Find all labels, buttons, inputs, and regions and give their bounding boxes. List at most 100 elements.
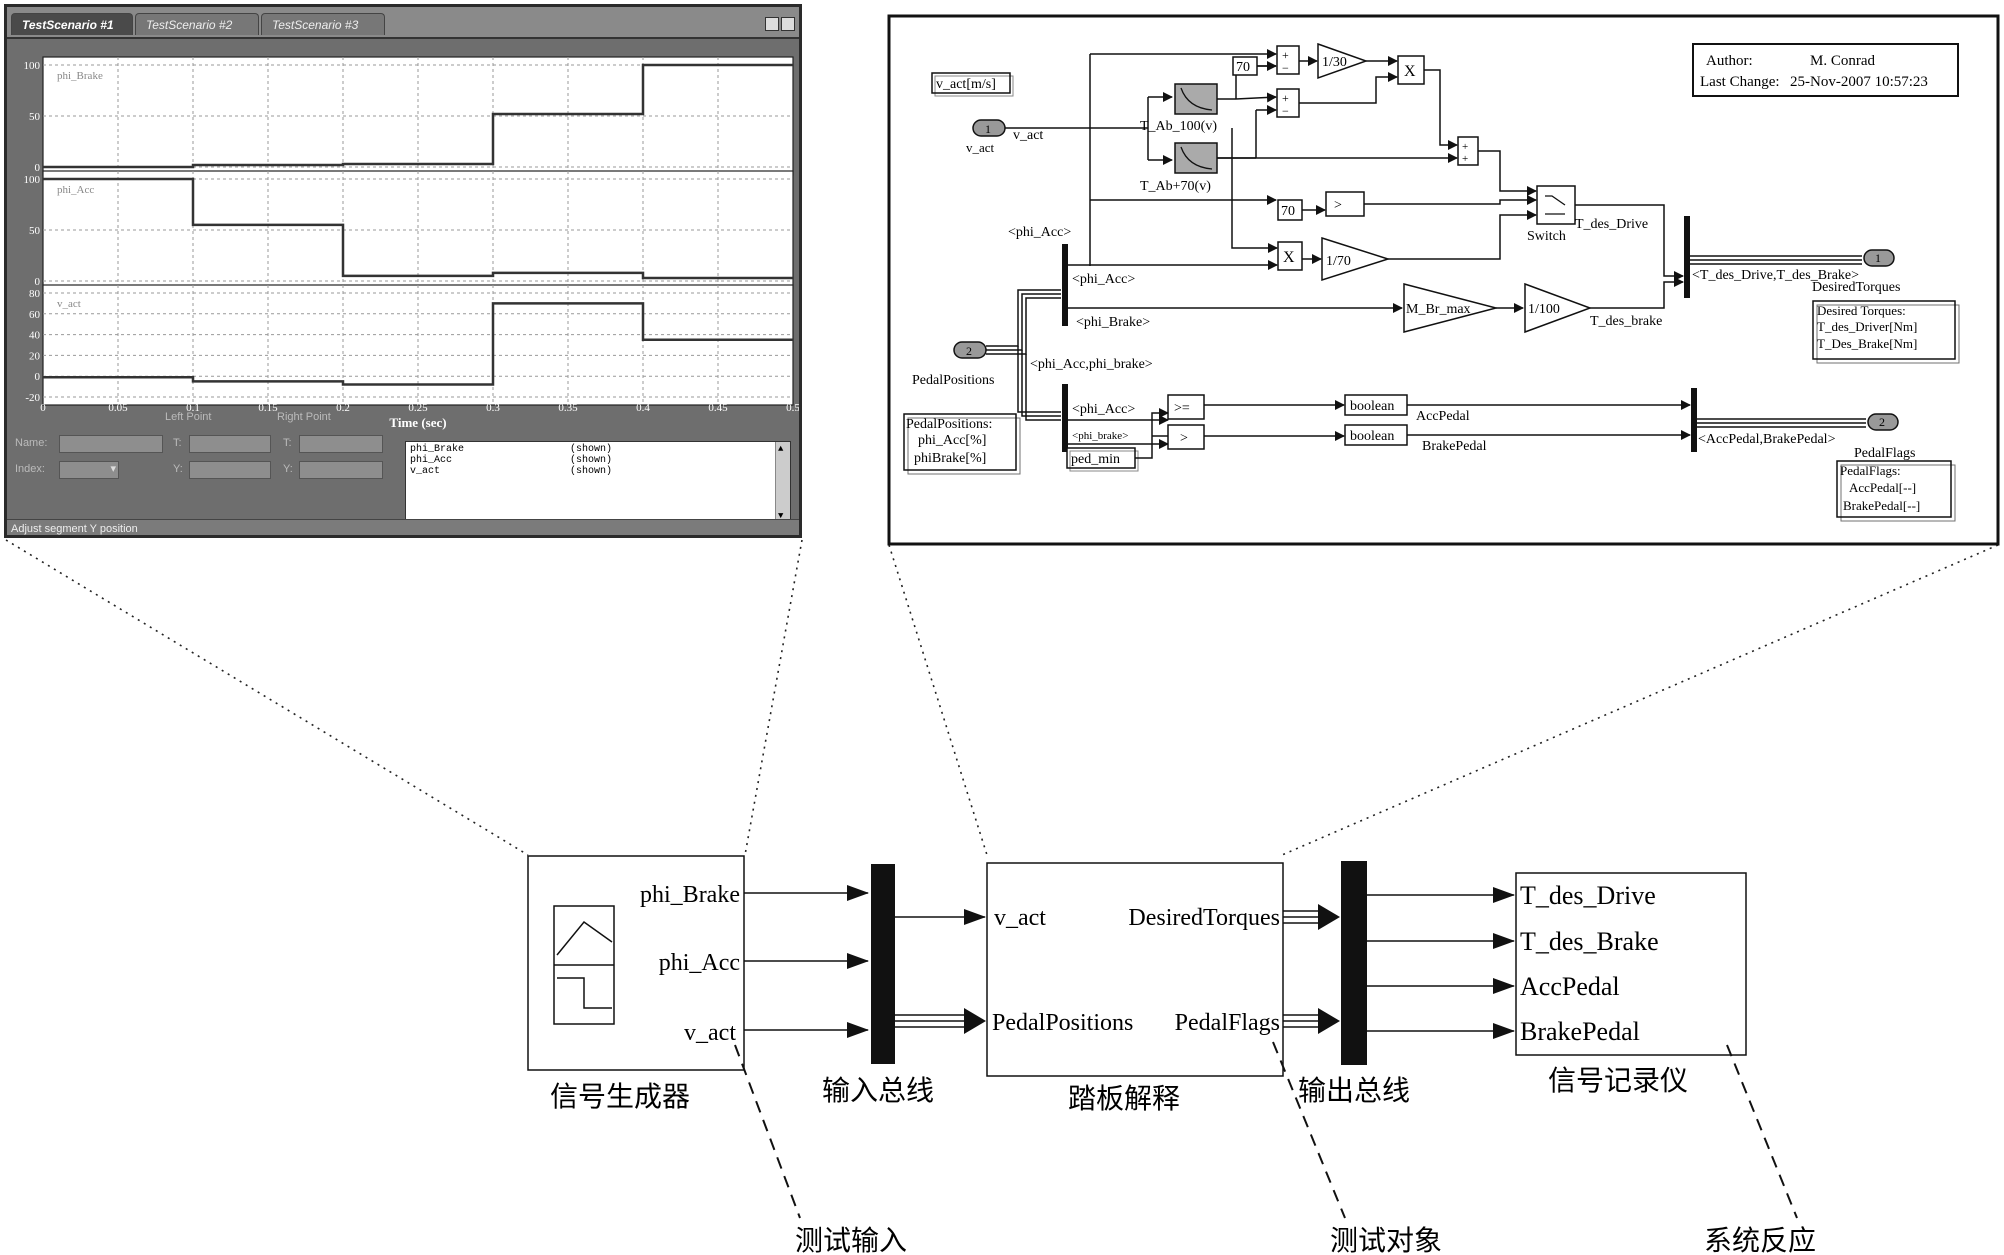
flags-bus-label: <AccPedal,BrakePedal>	[1698, 432, 1836, 447]
outport-1-number: 1	[1875, 251, 1881, 265]
right-point-label: Right Point	[277, 411, 331, 423]
signal-recorder-label: 信号记录仪	[1548, 1065, 1688, 1097]
boolean-1-label: boolean	[1350, 399, 1394, 414]
compare-gt-2[interactable]	[1167, 424, 1205, 450]
y-tick-label: 50	[29, 225, 41, 237]
list-item-state: (shown)	[570, 466, 613, 477]
sum1-minus: −	[1282, 61, 1289, 75]
x-tick-label: 0.05	[108, 402, 128, 414]
list-item[interactable]: phi_Acc(shown)	[410, 455, 612, 466]
outport-2[interactable]	[1867, 413, 1899, 431]
signal-listbox[interactable]: phi_Brake(shown) phi_Acc(shown) v_act(sh…	[405, 441, 791, 525]
inport-2-number: 2	[966, 344, 972, 358]
outport-1[interactable]	[1863, 249, 1895, 267]
outport-2-name: PedalFlags	[1854, 446, 1915, 461]
v-act-unit-note: v_act[m/s]	[936, 77, 996, 92]
series-line-v_act	[43, 302, 793, 386]
lookup-table-2[interactable]	[1174, 142, 1218, 174]
signal-generator-block[interactable]	[527, 855, 745, 1071]
brake-pedal-signal-label: BrakePedal	[1422, 439, 1487, 454]
output-bus-label: 输出总线	[1298, 1075, 1410, 1107]
series-label-v_act: v_act	[57, 298, 81, 310]
bus-creator-torques[interactable]	[1684, 216, 1690, 298]
series-line-phi_Acc	[43, 177, 793, 280]
bus-creator-flags[interactable]	[1691, 388, 1697, 452]
simulink-model: Author: M. Conrad Last Change: 25-Nov-20…	[887, 14, 2000, 546]
chevron-down-icon: ▾	[110, 463, 116, 475]
left-y-field[interactable]	[189, 461, 271, 479]
inport-2-name: PedalPositions	[912, 373, 994, 388]
list-item[interactable]: v_act(shown)	[410, 466, 612, 477]
listbox-scrollbar[interactable]: ▲ ▼	[775, 442, 790, 524]
outport-2-number: 2	[1879, 415, 1885, 429]
index-select[interactable]: ▾	[59, 461, 119, 479]
signal-recorder-block[interactable]	[1515, 872, 1747, 1056]
product-mid[interactable]	[1277, 241, 1303, 271]
y-tick-label: 60	[29, 309, 41, 321]
gain-1-70-label: 1/70	[1326, 254, 1351, 269]
left-t-field[interactable]	[189, 435, 271, 453]
y-tick-label: 0	[35, 162, 41, 174]
compare-greater[interactable]	[1325, 191, 1365, 217]
switch-block[interactable]	[1536, 185, 1576, 225]
gain-m-br-max[interactable]	[1403, 283, 1499, 333]
tab-scenario-2[interactable]: TestScenario #2	[135, 13, 259, 35]
torque-note-line-3: T_Des_Brake[Nm]	[1817, 336, 1917, 351]
torque-note-line-1: Desired Torques:	[1817, 303, 1906, 318]
scroll-down-icon[interactable]: ▼	[778, 511, 784, 521]
gain-1-100-label: 1/100	[1528, 302, 1560, 317]
y-tick-label: 100	[24, 60, 41, 72]
y-tick-label: 20	[29, 350, 41, 362]
tab-scenario-1[interactable]: TestScenario #1	[11, 13, 133, 35]
compare-greater-label: >	[1334, 198, 1342, 213]
series-line-phi_Brake	[43, 63, 793, 169]
pedal-port-pedal-positions: PedalPositions	[992, 1010, 1133, 1036]
gain-1-70[interactable]	[1321, 236, 1391, 282]
right-y-field[interactable]	[299, 461, 383, 479]
tab-scenario-3[interactable]: TestScenario #3	[261, 13, 385, 35]
gain-1-30-label: 1/30	[1322, 55, 1347, 70]
status-bar: Adjust segment Y position	[7, 519, 799, 535]
gain-1-30[interactable]	[1317, 42, 1369, 80]
pedal-interpretation-block[interactable]	[986, 862, 1284, 1077]
name-field[interactable]	[59, 435, 163, 453]
y-tick-label: 40	[29, 330, 41, 342]
bus-selector-2[interactable]	[1062, 384, 1068, 452]
list-item[interactable]: phi_Brake(shown)	[410, 444, 612, 455]
scroll-up-icon[interactable]: ▲	[778, 444, 784, 454]
close-button-icon[interactable]	[781, 17, 795, 31]
outport-1-name: DesiredTorques	[1812, 280, 1900, 295]
callout-system-response: 系统反应	[1704, 1225, 1816, 1255]
x-tick-label: 0.4	[636, 402, 650, 414]
gen-port-v-act: v_act	[684, 1020, 736, 1046]
lookup-table-1[interactable]	[1174, 83, 1218, 115]
block-diagram: phi_Brake phi_Acc v_act 信号生成器 输入总线 v_act…	[527, 855, 1816, 1255]
list-item-name: phi_Acc	[410, 455, 453, 466]
compare-ge-label: >=	[1174, 401, 1190, 416]
signal-builder-window: TestScenario #1 TestScenario #2 TestScen…	[4, 4, 802, 538]
switch-label: Switch	[1527, 229, 1566, 244]
y-tick-label: -20	[25, 392, 40, 404]
torque-bus-label: <T_des_Drive,T_des_Brake>	[1692, 268, 1859, 283]
torque-note-line-2: T_des_Driver[Nm]	[1817, 319, 1917, 334]
phi-acc-goto-tag: <phi_Acc>	[1008, 225, 1071, 240]
inport-1-number: 1	[985, 122, 991, 136]
lookup-table-1-label: T_Ab_100(v)	[1140, 119, 1217, 134]
pedal-port-v-act: v_act	[994, 905, 1046, 931]
output-bus[interactable]	[1341, 861, 1367, 1065]
signal-plot-area[interactable]: 100500phi_Brake100500phi_Acc806040200-20…	[7, 37, 799, 437]
restore-button-icon[interactable]	[765, 17, 779, 31]
v-act-signal-label: v_act	[1013, 128, 1043, 143]
compare-ge[interactable]	[1167, 394, 1205, 420]
gain-1-100[interactable]	[1524, 282, 1593, 334]
bus-selector-1[interactable]	[1062, 244, 1068, 326]
input-bus[interactable]	[871, 864, 895, 1064]
left-t-label: T:	[173, 437, 182, 449]
pedal-note-line-1: PedalPositions:	[906, 417, 992, 432]
x-tick-label: 0.3	[486, 402, 500, 414]
flags-note-line-2: AccPedal[--]	[1849, 480, 1916, 495]
series-label-phi_Brake: phi_Brake	[57, 70, 103, 82]
right-t-field[interactable]	[299, 435, 383, 453]
compare-gt-2-label: >	[1180, 431, 1188, 446]
